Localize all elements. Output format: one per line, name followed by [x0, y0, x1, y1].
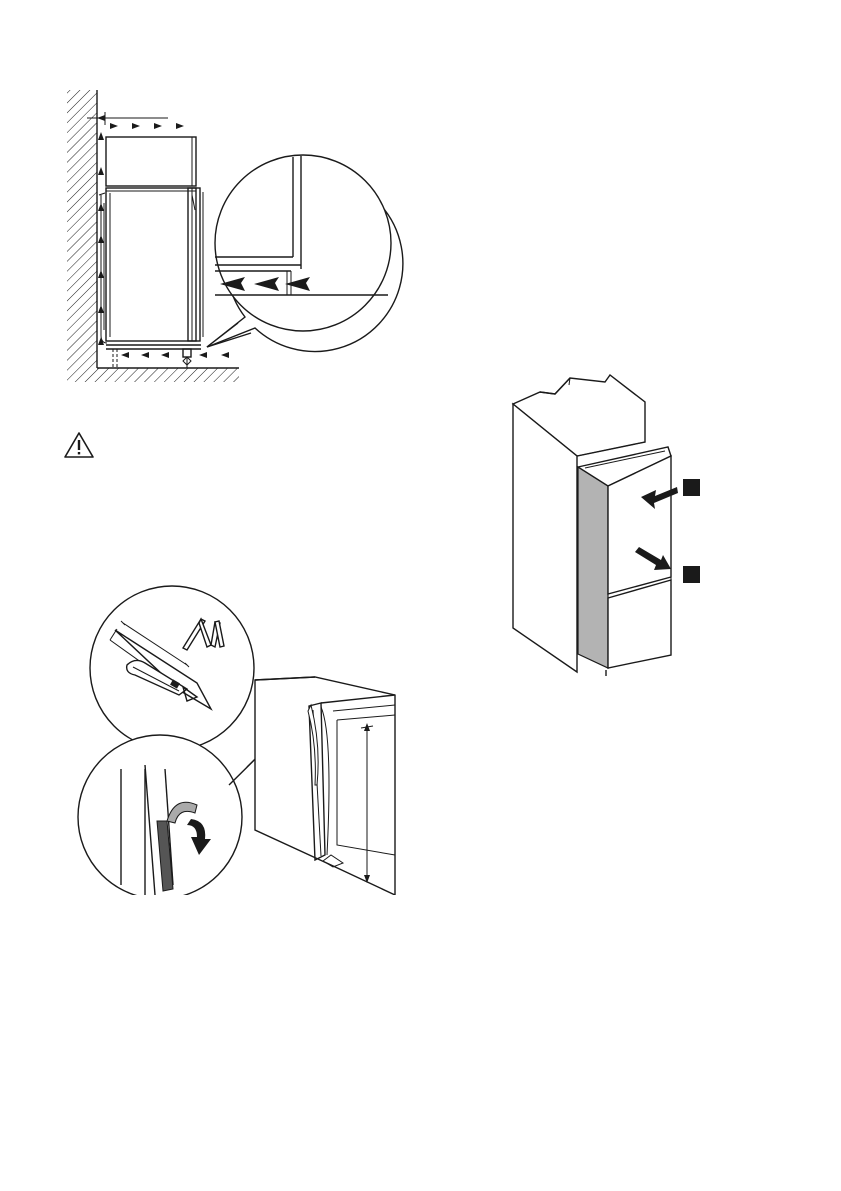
seal-strip-diagram: [75, 585, 410, 895]
warning-triangle-icon: [63, 431, 95, 459]
ventilation-diagram-svg: [55, 85, 405, 390]
seal-strip-svg: [75, 585, 410, 895]
zoom-detail-circle: [207, 155, 403, 352]
appliance-front-diagram: [505, 372, 710, 684]
decor-side-panel: [578, 467, 608, 668]
step-marker-b: [683, 566, 700, 583]
wall-hatch: [67, 90, 97, 382]
ventilation-diagram: [55, 85, 405, 390]
airflow-bottom-arrows: [121, 352, 229, 358]
step-marker-a: [683, 479, 700, 496]
appliance-front-svg: [505, 372, 710, 684]
warning-icon-svg: [63, 431, 95, 459]
floor-hatch: [97, 368, 239, 382]
cutting-detail-circle: [90, 586, 254, 750]
niche-cabinet: [255, 677, 395, 895]
airflow-top-arrows: [110, 123, 184, 129]
peeling-detail-circle: [78, 735, 242, 895]
